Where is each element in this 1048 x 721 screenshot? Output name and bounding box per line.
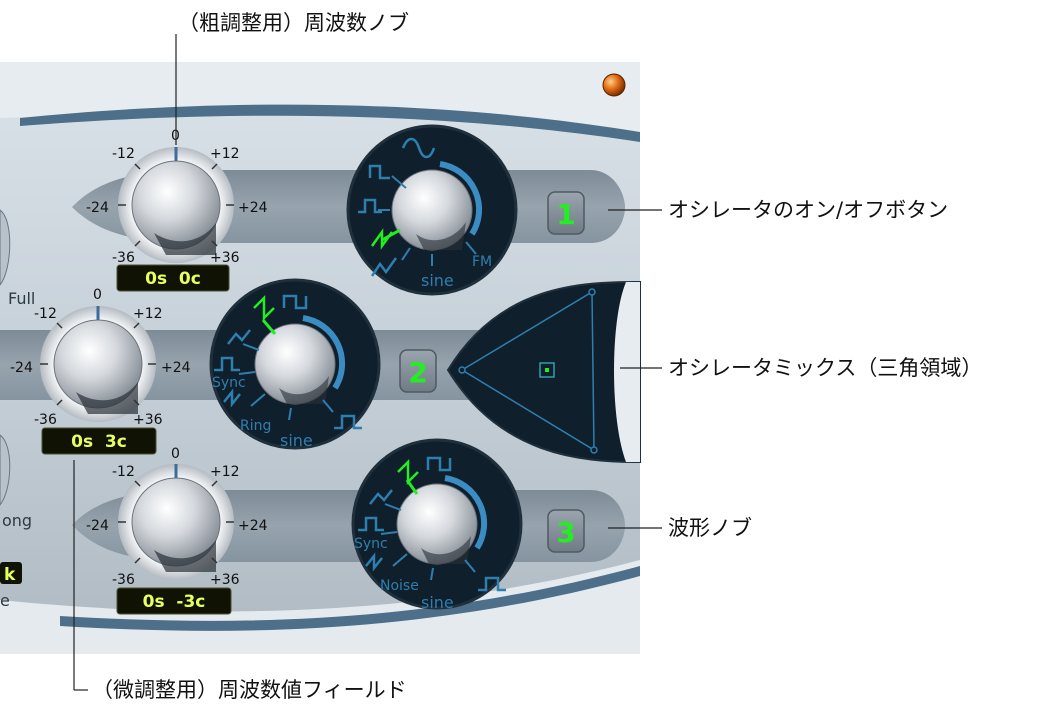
mix-position-handle[interactable] bbox=[539, 362, 555, 378]
osc2-frequency-field[interactable]: 0s 3c bbox=[41, 427, 157, 455]
sawtooth-icon bbox=[253, 294, 275, 322]
osc3-wave-noise-label: Noise bbox=[380, 578, 419, 594]
osc1-tick-m24: -24 bbox=[86, 200, 109, 216]
osc3-waveform-knob[interactable] bbox=[351, 438, 523, 610]
osc1-tick-p24: +24 bbox=[238, 200, 268, 216]
square-icon bbox=[368, 164, 390, 180]
triangle-icon bbox=[369, 489, 393, 505]
osc3-frequency-field[interactable]: 0s -3c bbox=[116, 587, 232, 615]
osc3-number: 3 bbox=[556, 516, 575, 549]
osc3-tick-m24: -24 bbox=[86, 518, 109, 534]
osc3-tick-0: 0 bbox=[171, 446, 180, 462]
square-narrow-icon bbox=[358, 516, 384, 532]
sawtooth-small-icon bbox=[365, 552, 383, 572]
osc3-tick-m36: -36 bbox=[112, 572, 135, 588]
osc1-wave-fm-label: FM bbox=[472, 254, 492, 270]
osc2-frequency-knob[interactable] bbox=[40, 306, 156, 422]
osc3-tick-labels: 0 -12 +12 -24 +24 -36 +36 bbox=[86, 446, 268, 588]
left-label-full: Full bbox=[8, 289, 35, 308]
osc1-wave-sine-label: sine bbox=[421, 271, 454, 290]
osc2-wave-ring-label: Ring bbox=[240, 418, 271, 434]
osc3-tick-p12: +12 bbox=[210, 464, 240, 480]
square-low-icon bbox=[478, 576, 506, 592]
left-partial-section: Full ong k e bbox=[0, 209, 35, 610]
osc2-number: 2 bbox=[408, 356, 427, 389]
osc2-frequency-value: 0s 3c bbox=[71, 432, 127, 452]
osc1-frequency-field[interactable]: 0s 0c bbox=[116, 264, 230, 292]
osc3-tick-p36: +36 bbox=[210, 572, 240, 588]
left-label-e: e bbox=[0, 591, 10, 610]
sawtooth-icon bbox=[370, 228, 394, 250]
osc3-tick-m12: -12 bbox=[112, 464, 135, 480]
square-icon bbox=[426, 456, 452, 472]
sine-icon bbox=[401, 137, 436, 159]
osc2-tick-labels: 0 -12 +12 -24 +24 -36 +36 bbox=[10, 287, 191, 428]
osc3-onoff-button[interactable]: 3 bbox=[547, 509, 585, 553]
osc2-tick-p36: +36 bbox=[133, 412, 163, 428]
osc3-wave-icons bbox=[358, 456, 506, 592]
osc2-waveform-knob[interactable] bbox=[209, 278, 381, 450]
osc1-tick-m36: -36 bbox=[112, 250, 135, 266]
left-lcd-k: k bbox=[4, 565, 16, 585]
power-led-icon[interactable] bbox=[602, 73, 626, 97]
osc2-tick-p24: +24 bbox=[161, 360, 191, 376]
osc2-wave-sync-label: Sync bbox=[212, 375, 246, 391]
callout-lines bbox=[73, 34, 662, 691]
osc1-frequency-value: 0s 0c bbox=[145, 269, 201, 289]
osc2-tick-0: 0 bbox=[93, 287, 102, 303]
osc1-tick-p12: +12 bbox=[210, 146, 240, 162]
square-icon bbox=[282, 294, 308, 310]
osc2-wave-sine-label: sine bbox=[280, 431, 313, 450]
osc2-tick-m12: -12 bbox=[34, 306, 57, 322]
osc3-wave-sync-label: Sync bbox=[354, 536, 388, 552]
square-low-icon bbox=[334, 414, 362, 430]
left-label-long: ong bbox=[2, 511, 32, 530]
osc1-tick-p36: +36 bbox=[210, 250, 240, 266]
square-narrow-icon bbox=[358, 198, 382, 214]
callout-coarse-frequency-knob: （粗調整用）周波数ノブ bbox=[178, 11, 409, 35]
osc-mix-triangle[interactable] bbox=[446, 280, 641, 464]
callout-waveform-knob: 波形ノブ bbox=[668, 516, 752, 540]
callout-fine-frequency-field: （微調整用）周波数値フィールド bbox=[92, 678, 407, 702]
osc3-tick-p24: +24 bbox=[238, 518, 268, 534]
sawtooth-icon bbox=[397, 458, 419, 486]
osc3-wave-sine-label: sine bbox=[421, 593, 454, 612]
osc3-frequency-knob[interactable] bbox=[118, 464, 234, 580]
triangle-icon bbox=[370, 257, 398, 277]
osc2-onoff-button[interactable]: 2 bbox=[399, 349, 437, 393]
osc1-onoff-button[interactable]: 1 bbox=[547, 191, 585, 235]
osc1-number: 1 bbox=[556, 198, 575, 231]
callout-osc-onoff-button: オシレータのオン/オフボタン bbox=[668, 198, 949, 222]
osc2-tick-m36: -36 bbox=[34, 412, 57, 428]
osc2-tick-m24: -24 bbox=[10, 360, 33, 376]
osc1-tick-m12: -12 bbox=[112, 146, 135, 162]
osc2-tick-p12: +12 bbox=[133, 306, 163, 322]
square-narrow-icon bbox=[214, 356, 240, 372]
osc1-frequency-knob[interactable] bbox=[118, 147, 234, 263]
osc2-wave-icons bbox=[214, 294, 362, 430]
osc1-waveform-knob[interactable] bbox=[346, 124, 518, 296]
callout-osc-mix-triangle: オシレータミックス（三角領域） bbox=[668, 356, 983, 380]
osc1-wave-icons bbox=[358, 137, 436, 277]
triangle-icon bbox=[227, 329, 251, 345]
sawtooth-small-icon bbox=[223, 388, 241, 408]
osc3-frequency-value: 0s -3c bbox=[143, 592, 206, 612]
